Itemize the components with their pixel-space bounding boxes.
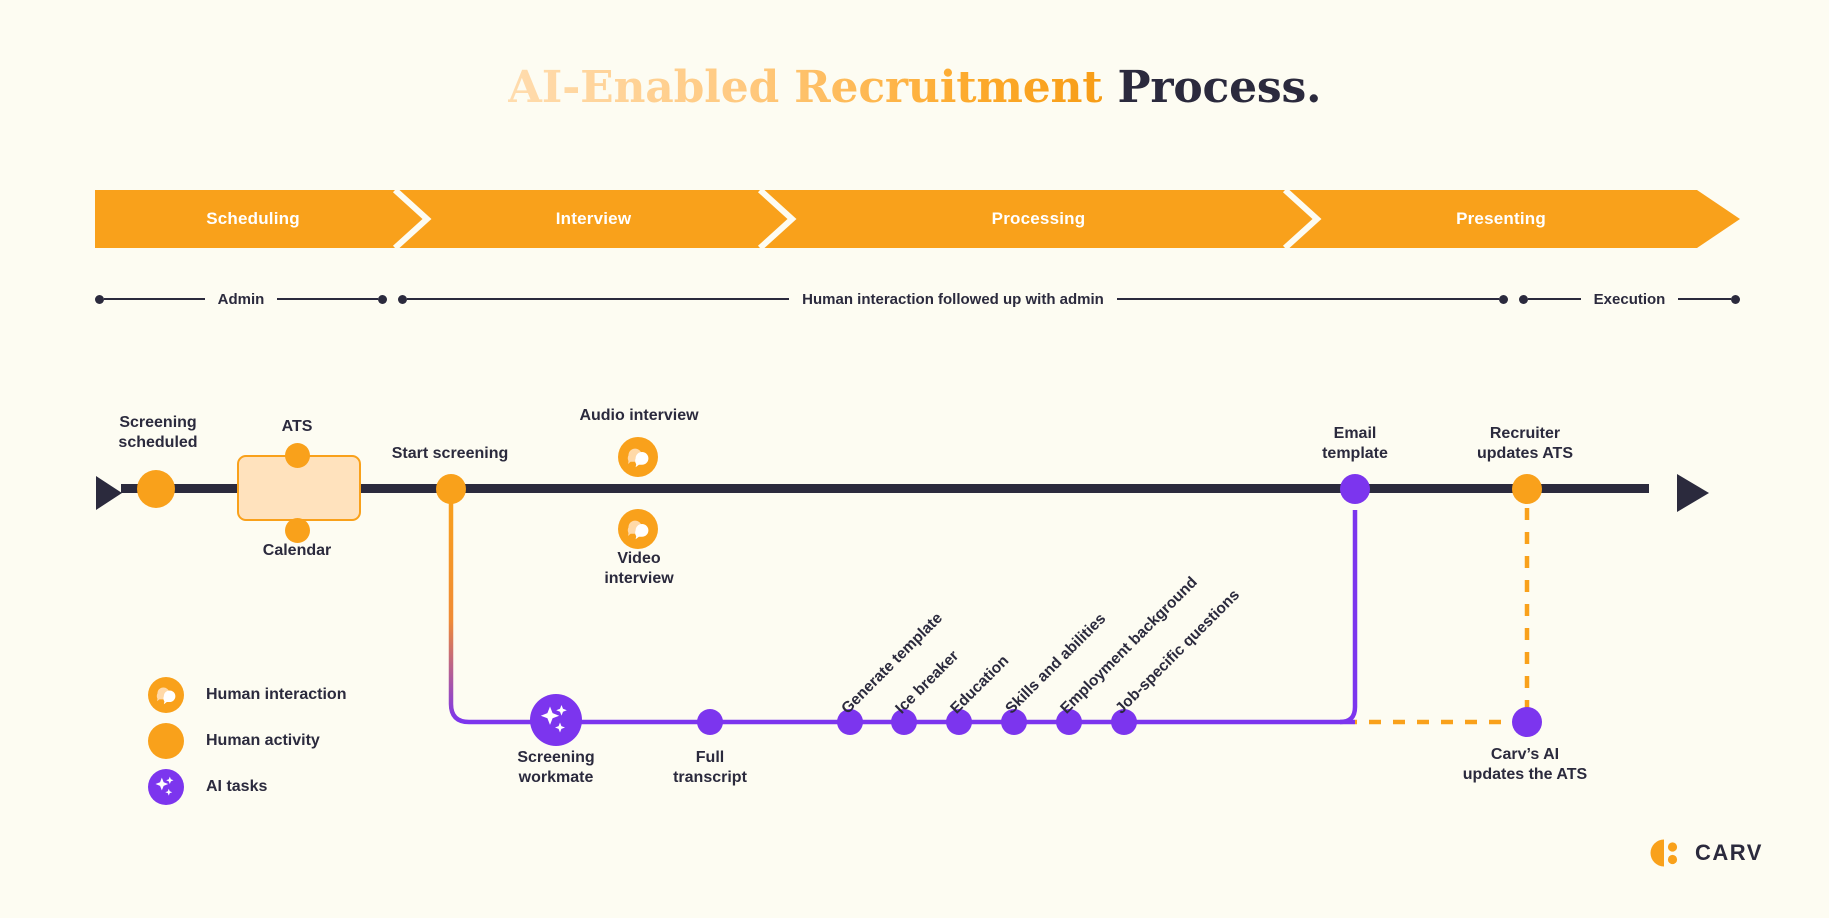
node-ai-step-education[interactable] bbox=[946, 709, 972, 735]
ruler-label-human-interaction: Human interaction followed up with admin bbox=[802, 290, 1104, 308]
node-screening-scheduled[interactable] bbox=[137, 470, 175, 508]
ruler-segment-admin: Admin bbox=[95, 285, 388, 313]
ruler-line bbox=[407, 298, 790, 300]
video-interview-icon[interactable] bbox=[618, 509, 658, 549]
timeline-start-arrow-icon bbox=[96, 476, 122, 510]
node-recruiter-updates-ats[interactable] bbox=[1512, 474, 1542, 504]
ruler-cap-icon bbox=[378, 294, 388, 304]
legend-item-human-interaction[interactable]: Human interaction bbox=[148, 672, 346, 718]
ruler-label-execution: Execution bbox=[1593, 290, 1666, 308]
node-calendar[interactable] bbox=[285, 518, 310, 543]
node-ai-step-employment-background[interactable] bbox=[1056, 709, 1082, 735]
label-video-interview: Video interview bbox=[604, 550, 674, 588]
label-email-template: Email template bbox=[1322, 425, 1388, 463]
legend-label-ai-tasks: AI tasks bbox=[206, 778, 268, 795]
label-carv-ai-updates-ats: Carv’s AI updates the ATS bbox=[1462, 746, 1588, 784]
label-recruiter-updates-ats: Recruiter updates ATS bbox=[1476, 425, 1574, 463]
ruler-cap-icon bbox=[1499, 294, 1509, 304]
carv-logo[interactable]: CARV bbox=[1648, 838, 1763, 868]
node-email-template[interactable] bbox=[1340, 474, 1370, 504]
phase-banner-shape bbox=[95, 190, 1740, 248]
legend-label-human-activity: Human activity bbox=[206, 732, 320, 749]
page-title-plain: Process. bbox=[1102, 62, 1322, 113]
label-screening-workmate: Screening workmate bbox=[517, 749, 595, 787]
label-ats: ATS bbox=[281, 418, 313, 435]
node-ats[interactable] bbox=[285, 443, 310, 468]
ruler-line bbox=[1678, 298, 1731, 300]
node-full-transcript[interactable] bbox=[697, 709, 723, 735]
chat-bubble-icon bbox=[148, 677, 184, 713]
carv-wordmark: CARV bbox=[1695, 840, 1763, 865]
label-screening-scheduled: Screening scheduled bbox=[118, 414, 198, 452]
page-title: AI-Enabled Recruitment Process. bbox=[0, 62, 1829, 113]
sparkle-icon bbox=[148, 769, 184, 805]
label-calendar: Calendar bbox=[262, 542, 332, 559]
legend-item-human-activity[interactable]: Human activity bbox=[148, 718, 346, 764]
ruler-label-admin: Admin bbox=[217, 290, 265, 308]
node-carv-ai-updates-ats[interactable] bbox=[1512, 707, 1542, 737]
timeline-end-arrow-icon bbox=[1677, 474, 1709, 512]
node-ai-step-generate-template[interactable] bbox=[837, 709, 863, 735]
label-audio-interview: Audio interview bbox=[579, 407, 699, 424]
carv-mark-icon bbox=[1650, 839, 1678, 867]
ruler-line bbox=[1116, 298, 1500, 300]
ruler-segment-human: Human interaction followed up with admin bbox=[398, 285, 1509, 313]
connector-start-screening bbox=[448, 495, 552, 725]
node-ai-step-job-specific-questions[interactable] bbox=[1111, 709, 1137, 735]
filled-circle-icon bbox=[148, 723, 184, 759]
audio-interview-icon[interactable] bbox=[618, 437, 658, 477]
node-screening-workmate[interactable] bbox=[530, 694, 582, 746]
label-start-screening: Start screening bbox=[391, 445, 509, 462]
connector-recruiter-updates-ats bbox=[1355, 508, 1530, 725]
label-full-transcript: Full transcript bbox=[673, 749, 747, 787]
node-ai-step-skills-and-abilities[interactable] bbox=[1001, 709, 1027, 735]
ruler-cap-icon bbox=[398, 294, 407, 304]
legend-label-human-interaction: Human interaction bbox=[206, 686, 347, 703]
node-start-screening[interactable] bbox=[436, 474, 466, 504]
legend-item-ai-tasks[interactable]: AI tasks bbox=[148, 764, 346, 810]
ruler-line bbox=[277, 298, 379, 300]
ruler-cap-icon bbox=[1519, 294, 1528, 304]
main-timeline-line bbox=[95, 484, 1695, 494]
page-title-accent: AI-Enabled Recruitment bbox=[507, 62, 1103, 113]
node-ai-step-ice-breaker[interactable] bbox=[891, 709, 917, 735]
ruler-line bbox=[1528, 298, 1581, 300]
phase-ruler: Admin Human interaction followed up with… bbox=[95, 285, 1740, 313]
ruler-line bbox=[104, 298, 205, 300]
main-timeline-bar bbox=[121, 484, 1649, 493]
ruler-cap-icon bbox=[1731, 294, 1740, 304]
legend: Human interaction Human activity AI task… bbox=[148, 672, 346, 810]
connector-email-template bbox=[1339, 510, 1358, 725]
ruler-segment-execution: Execution bbox=[1519, 285, 1740, 313]
ruler-cap-icon bbox=[95, 294, 104, 304]
